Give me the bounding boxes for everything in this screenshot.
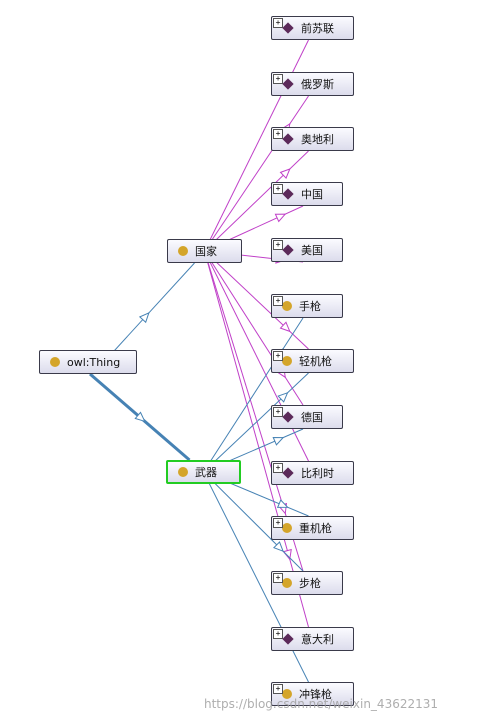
- node-owl-thing[interactable]: owl:Thing: [39, 350, 137, 374]
- expand-icon[interactable]: +: [273, 518, 283, 528]
- subclass-arrow: [272, 436, 285, 446]
- subclass-arrow: [276, 499, 289, 508]
- node-label: 武器: [195, 466, 217, 479]
- node-label: 奥地利: [301, 133, 334, 146]
- expand-icon[interactable]: +: [273, 463, 283, 473]
- node-child-3[interactable]: + 中国: [271, 182, 343, 206]
- node-label: 步枪: [299, 577, 321, 590]
- class-circle-icon: [282, 578, 292, 588]
- node-label: 重机枪: [299, 522, 332, 535]
- node-label: 意大利: [301, 633, 334, 646]
- class-circle-icon: [282, 356, 292, 366]
- expand-icon[interactable]: +: [273, 18, 283, 28]
- node-child-4[interactable]: + 美国: [271, 238, 343, 262]
- node-label: 俄罗斯: [301, 78, 334, 91]
- instance-arrow: [274, 213, 287, 223]
- subclass-arrow: [277, 391, 289, 403]
- node-label: 国家: [195, 245, 217, 258]
- instance-edge: [204, 250, 304, 406]
- node-child-9[interactable]: + 重机枪: [271, 516, 354, 540]
- watermark: https://blog.csdn.net/weixin_43622131: [204, 697, 439, 711]
- class-circle-icon: [282, 523, 292, 533]
- individual-diamond-icon: [282, 133, 294, 145]
- individual-diamond-icon: [282, 244, 294, 256]
- expand-icon[interactable]: +: [273, 351, 283, 361]
- node-child-1[interactable]: + 俄罗斯: [271, 72, 354, 96]
- expand-icon[interactable]: +: [273, 240, 283, 250]
- class-circle-icon: [50, 357, 60, 367]
- expand-icon[interactable]: +: [273, 296, 283, 306]
- node-label: 美国: [301, 244, 323, 257]
- node-child-5[interactable]: + 手枪: [271, 294, 343, 318]
- instance-arrow: [279, 321, 291, 333]
- expand-icon[interactable]: +: [273, 629, 283, 639]
- expand-icon[interactable]: +: [273, 573, 283, 583]
- node-child-12[interactable]: + 冲锋枪: [271, 682, 354, 706]
- node-label: 德国: [301, 411, 323, 424]
- instance-edge: [204, 250, 309, 628]
- node-label: 比利时: [301, 467, 334, 480]
- class-circle-icon: [282, 301, 292, 311]
- subclass-edge: [203, 372, 309, 473]
- expand-icon[interactable]: +: [273, 74, 283, 84]
- node-child-2[interactable]: + 奥地利: [271, 127, 354, 151]
- node-label: 冲锋枪: [299, 688, 332, 701]
- node-label: 前苏联: [301, 22, 334, 35]
- subclass-edge: [203, 317, 304, 473]
- node-child-10[interactable]: + 步枪: [271, 571, 343, 595]
- node-child-0[interactable]: + 前苏联: [271, 16, 354, 40]
- class-circle-icon: [178, 246, 188, 256]
- node-child-6[interactable]: + 轻机枪: [271, 349, 354, 373]
- expand-icon[interactable]: +: [273, 684, 283, 694]
- individual-diamond-icon: [282, 22, 294, 34]
- subclass-arrow: [138, 312, 150, 324]
- node-child-11[interactable]: + 意大利: [271, 627, 354, 651]
- subclass-edge: [203, 471, 304, 572]
- individual-diamond-icon: [282, 467, 294, 479]
- node-weapon[interactable]: 武器: [166, 460, 241, 484]
- expand-icon[interactable]: +: [273, 407, 283, 417]
- node-child-8[interactable]: + 比利时: [271, 461, 354, 485]
- expand-icon[interactable]: +: [273, 129, 283, 139]
- node-label: 轻机枪: [299, 355, 332, 368]
- individual-diamond-icon: [282, 411, 294, 423]
- instance-edge: [204, 95, 309, 252]
- node-label: 手枪: [299, 300, 321, 313]
- class-circle-icon: [178, 467, 188, 477]
- node-label: owl:Thing: [67, 355, 121, 369]
- instance-arrow: [279, 168, 291, 180]
- node-country[interactable]: 国家: [167, 239, 242, 263]
- subclass-arrow: [134, 411, 146, 423]
- node-label: 中国: [301, 188, 323, 201]
- individual-diamond-icon: [282, 633, 294, 645]
- instance-edge: [204, 150, 309, 252]
- expand-icon[interactable]: +: [273, 184, 283, 194]
- individual-diamond-icon: [282, 78, 294, 90]
- node-child-7[interactable]: + 德国: [271, 405, 343, 429]
- class-circle-icon: [282, 689, 292, 699]
- instance-edge: [204, 250, 309, 350]
- individual-diamond-icon: [282, 188, 294, 200]
- subclass-arrow: [273, 541, 284, 553]
